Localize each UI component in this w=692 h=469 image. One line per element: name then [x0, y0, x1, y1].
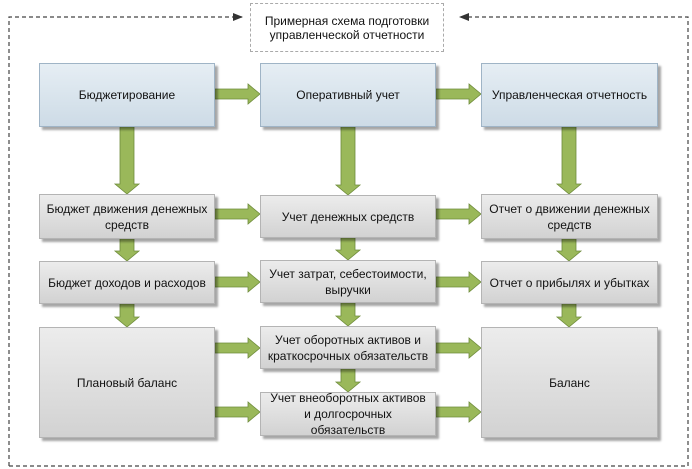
arrow-cash-accounting-to-cost-accounting [334, 237, 362, 261]
header-operational-accounting: Оперативный учет [260, 63, 436, 127]
arrow-cost-accounting-to-pl-report [435, 271, 482, 293]
box-cash-flow-budget: Бюджет движения денежных средств [39, 194, 215, 239]
arrow-budgeting-to-accounting [214, 83, 261, 105]
feedback-loop-left [8, 13, 243, 466]
box-current-assets-accounting: Учет оборотных активов и краткосрочных о… [260, 326, 436, 369]
box-cost-revenue-accounting: Учет затрат, себестоимости, выручки [260, 260, 436, 303]
box-cash-flow-report: Отчет о движении денежных средств [481, 194, 658, 239]
diagram-title: Примерная схема подготовки управленческо… [250, 3, 444, 52]
arrow-noncurrent-assets-to-balance [435, 401, 482, 423]
arrow-income-budget-to-cost-accounting [214, 271, 261, 293]
header-management-reporting: Управленческая отчетность [481, 63, 658, 127]
box-balance-sheet: Баланс [481, 327, 658, 438]
arrow-current-assets-to-balance [435, 337, 482, 359]
arrow-current-assets-to-noncurrent-assets [334, 368, 362, 393]
arrow-cash-budget-to-cash-accounting [214, 203, 261, 225]
arrow-cash-accounting-to-cash-report [435, 203, 482, 225]
arrow-income-budget-to-planned-balance [113, 303, 141, 328]
box-noncurrent-assets-accounting: Учет внеоборотных активов и долгосрочных… [260, 391, 436, 437]
header-budgeting: Бюджетирование [39, 63, 215, 127]
arrow-planned-balance-to-noncurrent-assets [214, 401, 261, 423]
arrow-accounting-to-cash-accounting [334, 126, 362, 196]
arrow-cash-flow-budget-to-income-budget [113, 238, 141, 262]
arrow-cash-flow-report-to-pl-report [555, 238, 583, 262]
arrow-budgeting-to-cash-flow-budget [113, 126, 141, 195]
box-profit-loss-report: Отчет о прибылях и убытках [481, 261, 658, 304]
arrow-pl-report-to-balance [555, 303, 583, 328]
arrow-cost-accounting-to-current-assets [334, 302, 362, 327]
box-income-expense-budget: Бюджет доходов и расходов [39, 261, 215, 304]
box-cash-accounting: Учет денежных средств [260, 195, 436, 238]
arrow-accounting-to-reporting [435, 83, 482, 105]
box-planned-balance: Плановый баланс [39, 327, 215, 438]
arrow-planned-balance-to-current-assets [214, 337, 261, 359]
feedback-loop-right [9, 13, 689, 467]
arrow-reporting-to-cash-flow-report [555, 126, 583, 195]
flow-arrows [113, 83, 583, 423]
